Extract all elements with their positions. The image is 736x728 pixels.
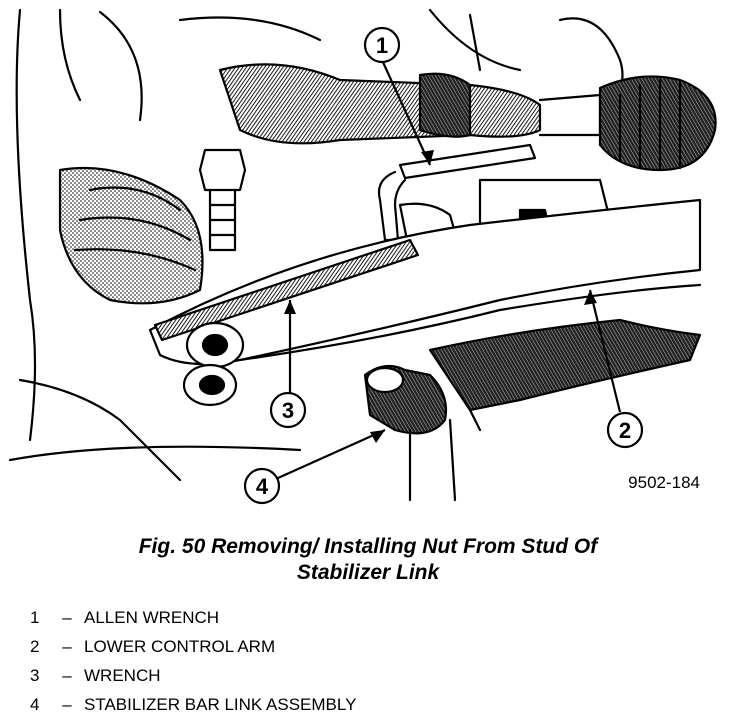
legend-label: STABILIZER BAR LINK ASSEMBLY bbox=[84, 694, 357, 714]
legend-item: 4 – STABILIZER BAR LINK ASSEMBLY bbox=[30, 690, 720, 719]
callout-4: 4 bbox=[243, 467, 281, 505]
svg-text:2: 2 bbox=[619, 418, 631, 443]
parts-legend: 1 – ALLEN WRENCH 2 – LOWER CONTROL ARM 3… bbox=[30, 603, 720, 719]
legend-dash: – bbox=[62, 694, 72, 714]
callout-1: 1 bbox=[363, 26, 401, 64]
legend-item: 3 – WRENCH bbox=[30, 661, 720, 690]
suspension-illustration: 1 2 3 4 9502-184 bbox=[8, 8, 717, 505]
legend-label: ALLEN WRENCH bbox=[84, 607, 220, 627]
svg-text:3: 3 bbox=[282, 398, 294, 423]
legend-dash: – bbox=[62, 636, 72, 656]
figure-id: 9502-184 bbox=[628, 473, 700, 492]
callout-3: 3 bbox=[269, 391, 307, 429]
legend-number: 1 bbox=[30, 607, 40, 627]
figure-caption: Fig. 50 Removing/ Installing Nut From St… bbox=[0, 534, 736, 586]
legend-item: 2 – LOWER CONTROL ARM bbox=[30, 632, 720, 661]
legend-label: LOWER CONTROL ARM bbox=[84, 636, 276, 656]
legend-dash: – bbox=[62, 665, 72, 685]
legend-number: 3 bbox=[30, 665, 40, 685]
caption-line-1: Fig. 50 Removing/ Installing Nut From St… bbox=[138, 535, 598, 558]
legend-number: 4 bbox=[30, 694, 40, 714]
callout-2: 2 bbox=[606, 411, 644, 449]
caption-line-2: Stabilizer Link bbox=[296, 561, 440, 584]
legend-dash: – bbox=[62, 607, 72, 627]
legend-item: 1 – ALLEN WRENCH bbox=[30, 603, 720, 632]
legend-label: WRENCH bbox=[84, 665, 161, 685]
svg-text:1: 1 bbox=[376, 33, 388, 58]
legend-number: 2 bbox=[30, 636, 40, 656]
svg-text:4: 4 bbox=[256, 474, 269, 499]
